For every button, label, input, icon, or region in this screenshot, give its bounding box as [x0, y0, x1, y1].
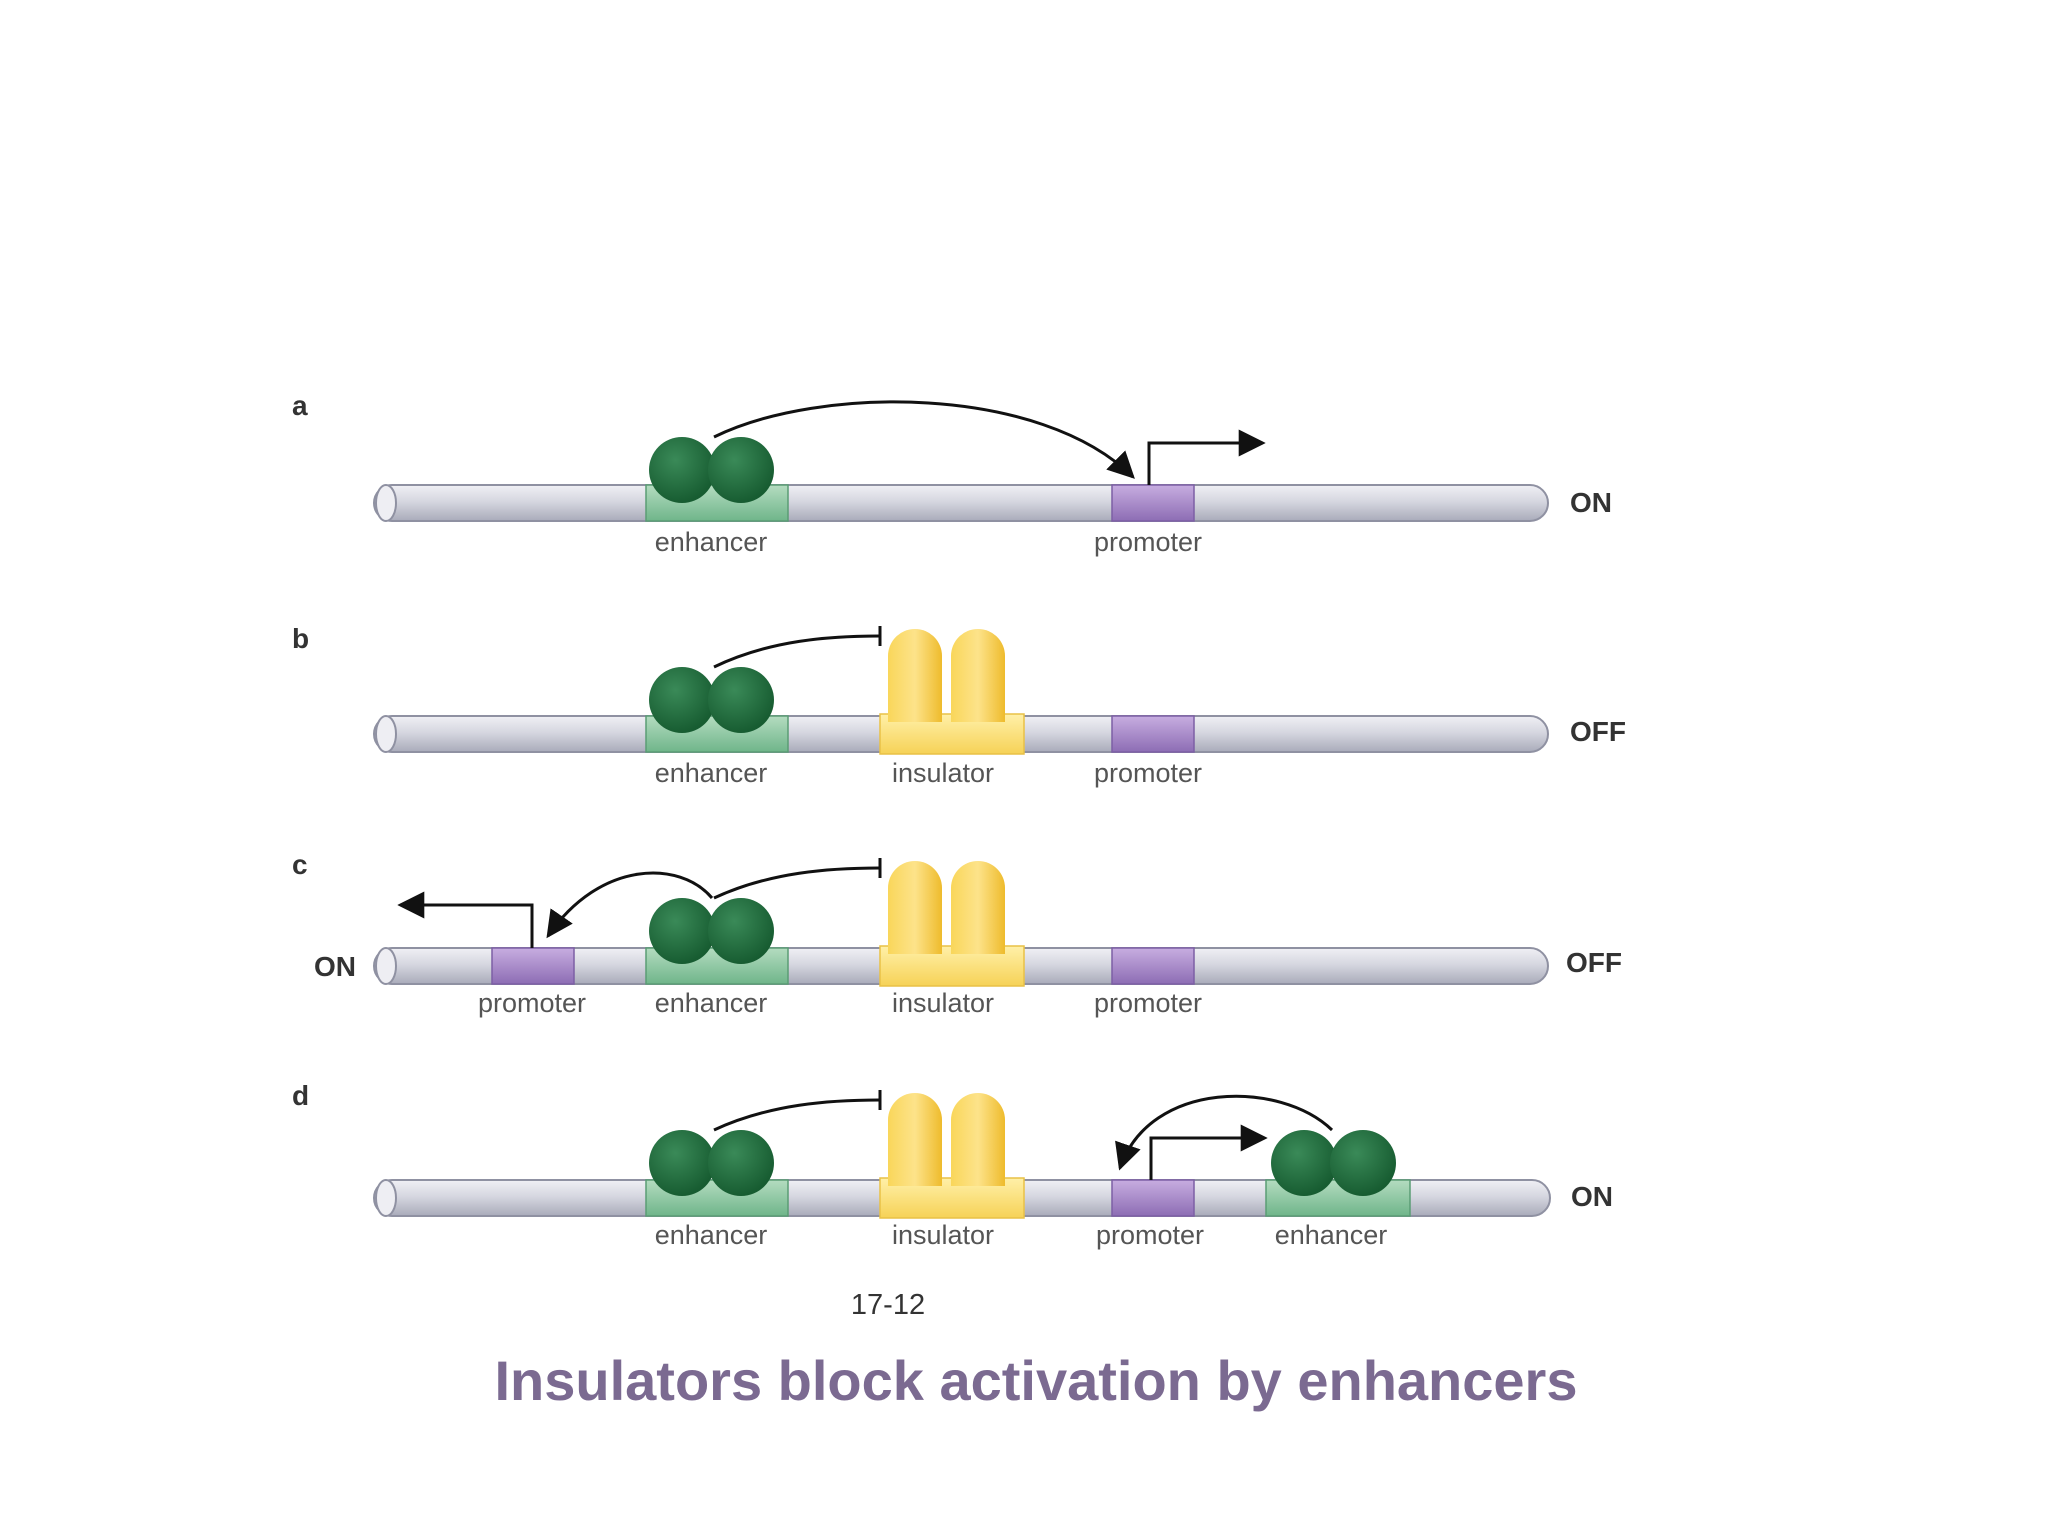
blocked-arrow: [713, 1098, 881, 1132]
promoter-region: [1111, 484, 1195, 522]
enhancer-label: enhancer: [655, 988, 768, 1018]
promoter-label: promoter: [1094, 527, 1202, 557]
panel-letter: a: [292, 390, 308, 421]
activation-arrow: [546, 871, 714, 939]
enhancer-protein: [649, 437, 774, 503]
panel-d: d enhancer insulator promoter enhancer O…: [292, 1080, 1613, 1250]
enhancer-protein: [649, 898, 774, 964]
insulator-protein: [888, 1093, 1005, 1186]
state-label: ON: [1570, 487, 1612, 518]
insulator-protein: [888, 861, 1005, 954]
insulator-label: insulator: [892, 758, 994, 788]
promoter-region: [1111, 1179, 1195, 1217]
panel-c: c promoter enhancer insulator promoter O…: [292, 849, 1622, 1018]
state-label: OFF: [1570, 716, 1626, 747]
dna-strand: [373, 484, 1549, 522]
enhancer-protein-right: [1271, 1130, 1396, 1196]
panel-b: b enhancer insulator promoter OFF: [292, 623, 1626, 788]
transcription-start-arrow: [1149, 1124, 1268, 1180]
promoter-label-left: promoter: [478, 988, 586, 1018]
promoter-label: promoter: [1094, 758, 1202, 788]
promoter-region: [1111, 947, 1195, 985]
insulator-label: insulator: [892, 1220, 994, 1250]
figure-number: 17-12: [851, 1289, 925, 1321]
promoter-region-left: [491, 947, 575, 985]
enhancer-label-right: enhancer: [1275, 1220, 1388, 1250]
panel-letter: c: [292, 849, 308, 880]
state-label: ON: [1571, 1181, 1613, 1212]
activation-arrow: [1115, 1094, 1334, 1171]
blocked-arrow: [713, 634, 881, 669]
enhancer-label: enhancer: [655, 527, 768, 557]
page-title: Insulators block activation by enhancers: [494, 1349, 1577, 1412]
enhancer-label: enhancer: [655, 758, 768, 788]
state-label: OFF: [1566, 947, 1622, 978]
panel-a: a enhancer promoter ON: [292, 390, 1612, 557]
promoter-region: [1111, 715, 1195, 753]
enhancer-label: enhancer: [655, 1220, 768, 1250]
insulator-protein: [888, 629, 1005, 722]
panel-letter: b: [292, 623, 309, 654]
transcription-start-arrow: [1147, 429, 1266, 485]
transcription-start-arrow: [397, 891, 534, 948]
panel-letter: d: [292, 1080, 309, 1111]
state-label-left: ON: [314, 951, 356, 982]
promoter-label: promoter: [1094, 988, 1202, 1018]
enhancer-protein: [649, 1130, 774, 1196]
promoter-label: promoter: [1096, 1220, 1204, 1250]
insulator-label: insulator: [892, 988, 994, 1018]
blocked-arrow: [713, 866, 881, 900]
activation-arrow: [713, 400, 1135, 479]
enhancer-protein: [649, 667, 774, 733]
